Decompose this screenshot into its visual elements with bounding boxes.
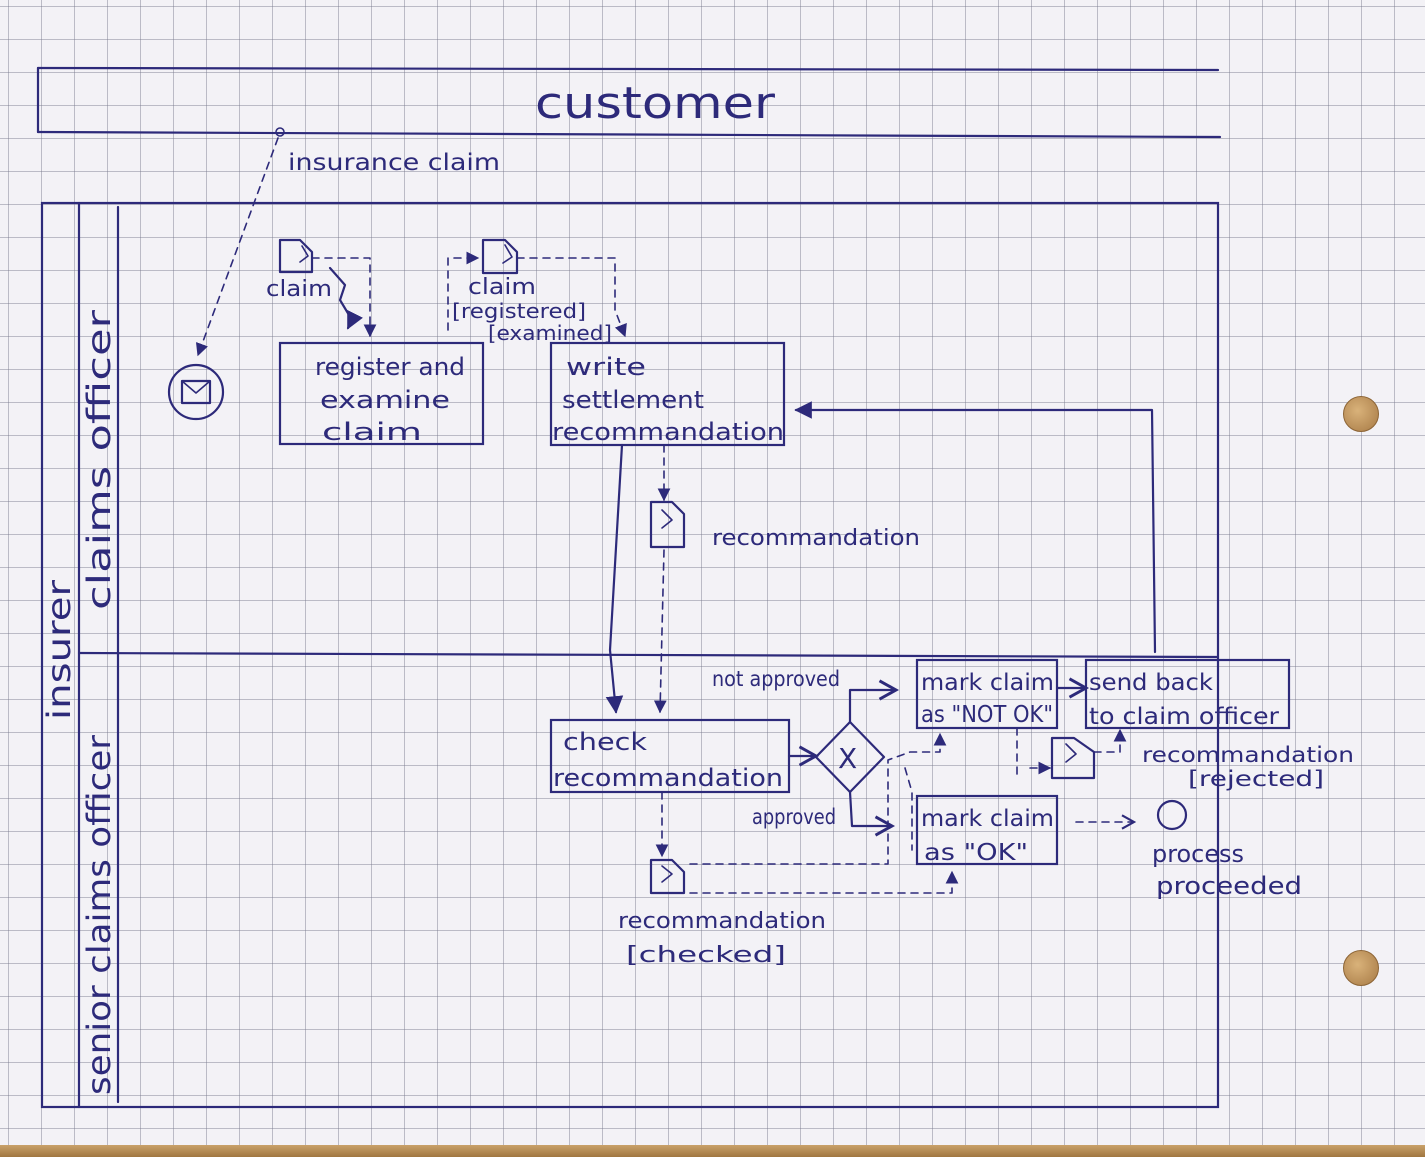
check-line-2: recommandation — [553, 764, 783, 792]
data-label-recommandation-checked-1: recommandation — [618, 909, 826, 934]
label-approved: approved — [752, 805, 836, 829]
send-back-line-1: send back — [1089, 670, 1214, 696]
flow-approved — [848, 790, 896, 837]
check-line-1: check — [563, 728, 647, 756]
insurer-pool-label: insurer — [40, 579, 78, 720]
desk-edge — [0, 1145, 1425, 1157]
data-label-recommandation-rejected-1: recommandation — [1142, 743, 1354, 767]
write-line-2: settlement — [562, 386, 704, 414]
data-object-recommandation-checked: recommandation [checked] — [618, 732, 959, 968]
data-label-claim: claim — [266, 277, 332, 302]
punch-hole-top — [1343, 396, 1379, 432]
flow-write-to-check — [605, 443, 624, 714]
end-label-line-1: process — [1152, 840, 1244, 868]
punch-hole-bottom — [1343, 950, 1379, 986]
data-object-recommandation-rejected: recommandation [rejected] — [1016, 727, 1354, 791]
flow-not-approved — [848, 679, 900, 724]
message-flow-insurance-claim: insurance claim — [195, 127, 500, 357]
activity-register-examine-claim: register and examine claim — [278, 341, 485, 446]
data-label-recommandation: recommandation — [712, 526, 920, 551]
write-line-1: write — [566, 353, 646, 381]
exclusive-gateway: X — [814, 720, 886, 794]
send-back-line-2: to claim officer — [1089, 704, 1280, 730]
activity-mark-claim-ok: mark claim as "OK" — [915, 794, 1059, 866]
data-label-registered: [registered] — [452, 299, 586, 323]
message-label-insurance-claim: insurance claim — [288, 150, 500, 176]
mark-ok-line-2: as "OK" — [924, 840, 1028, 866]
data-label-recommandation-rejected-2: [rejected] — [1188, 767, 1324, 791]
message-start-event — [167, 363, 225, 421]
register-line-1: register and — [315, 353, 465, 381]
register-line-3: claim — [322, 418, 422, 446]
activity-write-settlement-recommandation: write settlement recommandation — [549, 341, 786, 447]
insurer-pool: insurer claims officer senior claims off… — [40, 201, 1220, 1109]
mark-ok-line-1: mark claim — [921, 806, 1054, 832]
data-label-examined: [examined] — [488, 321, 612, 345]
lane-label-claims-officer: claims officer — [80, 309, 118, 610]
activity-mark-claim-not-ok: mark claim as "NOT OK" — [915, 658, 1059, 730]
activity-send-back: send back to claim officer — [1084, 658, 1291, 730]
lane-label-senior-claims-officer: senior claims officer — [80, 734, 118, 1095]
mark-not-ok-line-2: as "NOT OK" — [921, 702, 1053, 728]
customer-pool: customer — [36, 66, 1222, 139]
data-label-recommandation-checked-2: [checked] — [626, 943, 786, 968]
write-line-3: recommandation — [552, 418, 784, 446]
gateway-symbol: X — [838, 742, 857, 775]
register-line-2: examine — [320, 386, 450, 414]
data-object-claim: claim — [266, 238, 377, 338]
data-object-recommandation: recommandation — [649, 444, 920, 714]
data-object-claim-registered: claim [registered] [examined] — [447, 238, 627, 345]
activity-check-recommandation: check recommandation — [549, 718, 791, 794]
customer-pool-label: customer — [535, 78, 776, 129]
label-not-approved: not approved — [712, 667, 840, 691]
end-event-process-proceeded: process proceeded — [1152, 799, 1302, 900]
end-label-line-2: proceeded — [1156, 872, 1302, 900]
mark-not-ok-line-1: mark claim — [921, 670, 1054, 696]
data-label-claim-2: claim — [468, 275, 536, 300]
flow-sendback-to-write — [794, 401, 1157, 654]
